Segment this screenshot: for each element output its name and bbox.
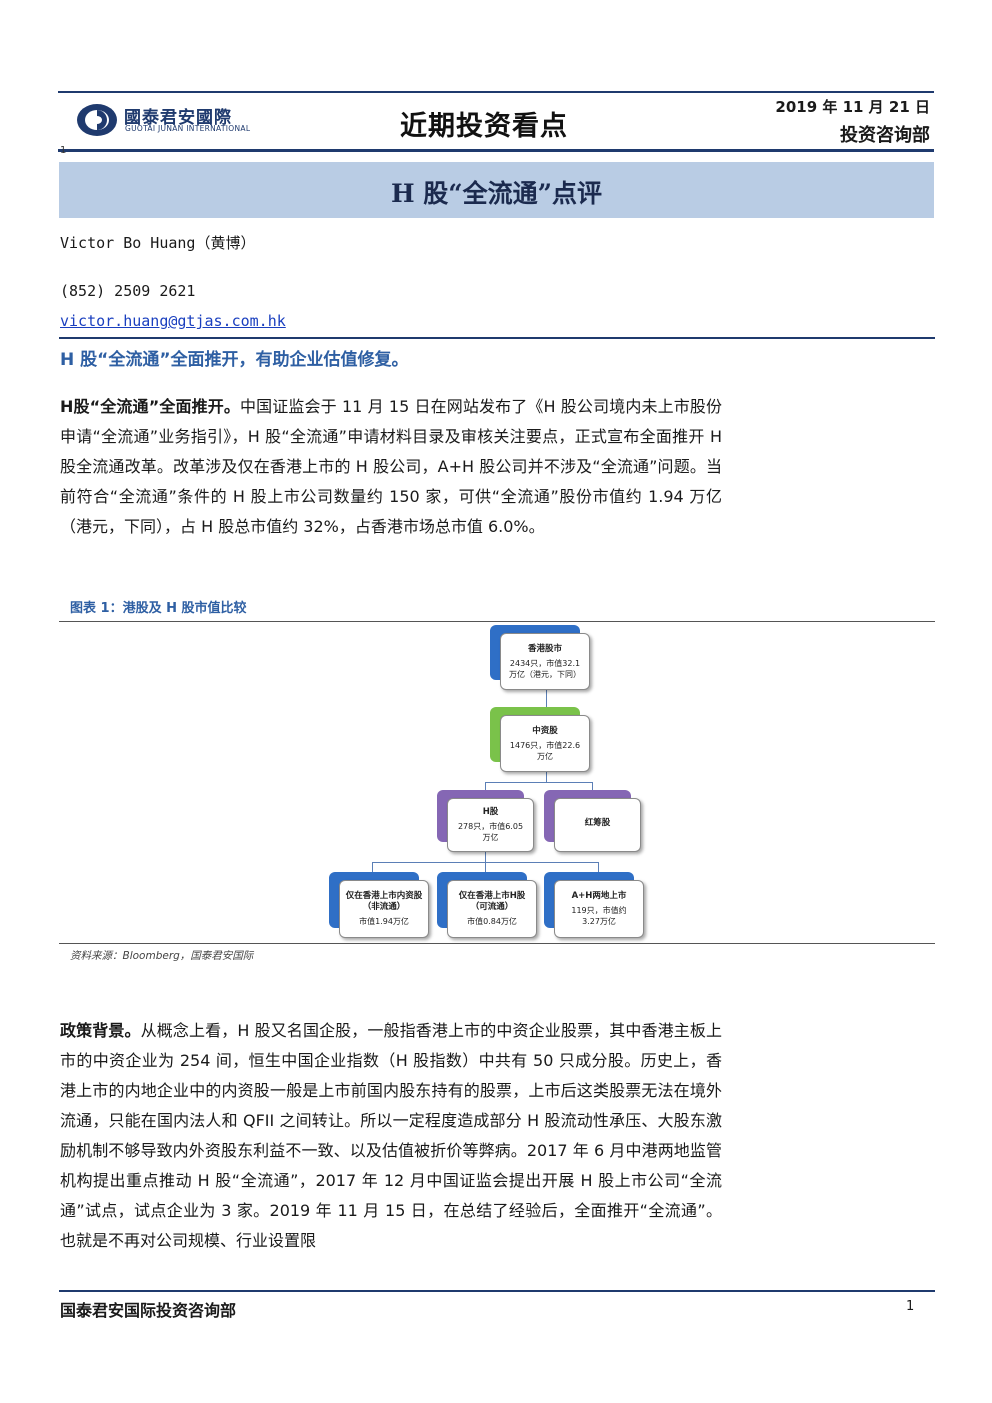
headline: H 股“全流通”全面推开，有助企业估值修复。 xyxy=(60,350,409,370)
department-name: 投资咨询部 xyxy=(840,125,930,146)
chart-node-line1: 市值1.94万亿 xyxy=(359,917,409,926)
paragraph-overview: H股“全流通”全面推开。中国证监会于 11 月 15 日在网站发布了《H 股公司… xyxy=(60,392,722,542)
chart-node-title: A+H两地上市 xyxy=(571,891,627,901)
connector xyxy=(485,862,486,872)
chart-node-red: 红筹股 xyxy=(544,790,641,852)
author-phone: (852) 2509 2621 xyxy=(60,282,196,300)
connector xyxy=(485,852,486,862)
author-name: Victor Bo Huang（黄博） xyxy=(60,234,256,252)
chart-node-card: H股 278只，市值6.05 万亿 xyxy=(447,798,534,852)
chart-node-title: 香港股市 xyxy=(527,643,562,654)
connector xyxy=(485,782,486,792)
chart-node-title: H股 xyxy=(482,807,499,817)
chart-node-line2: 3.27万亿 xyxy=(582,917,616,926)
figure-top-rule xyxy=(59,621,935,622)
paragraph-policy-background: 政策背景。从概念上看，H 股又名国企股，一般指香港上市的中资企业股票，其中香港主… xyxy=(60,1016,722,1256)
figure-title: 图表 1：港股及 H 股市值比较 xyxy=(70,601,247,616)
chart-node-line2: 万亿 xyxy=(537,751,553,761)
connector xyxy=(592,782,593,792)
title-banner: H 股“全流通”点评 xyxy=(59,162,934,218)
chart-node-card: A+H两地上市 119只，市值约 3.27万亿 xyxy=(554,880,644,938)
report-date: 2019 年 11 月 21 日 xyxy=(775,98,930,116)
connector xyxy=(546,690,547,710)
chart-node-line2: 万亿（港元，下同） xyxy=(509,669,581,679)
footer-page-number: 1 xyxy=(906,1299,915,1314)
chart-node-line1: 市值0.84万亿 xyxy=(467,917,517,926)
footer-rule xyxy=(59,1290,935,1292)
chart-node-line2: 万亿 xyxy=(482,833,499,842)
chart-node-line1: 119只，市值约 xyxy=(571,906,627,915)
chart-node-line1: 2434只，市值32.1 xyxy=(509,658,581,668)
report-series-title: 近期投资看点 xyxy=(400,111,568,142)
chart-node-title: 中资股 xyxy=(532,725,558,736)
chart-node-title: 红筹股 xyxy=(584,818,611,828)
chart-node-ah: A+H两地上市 119只，市值约 3.27万亿 xyxy=(544,872,644,938)
chart-node-non: 仅在香港上市内资股（非流通） 市值1.94万亿 xyxy=(329,872,429,938)
chart-node-line1: 278只，市值6.05 xyxy=(457,822,524,831)
header-bottom-rule xyxy=(58,149,934,152)
footer-organization: 国泰君安国际投资咨询部 xyxy=(60,1301,237,1320)
section-rule xyxy=(59,337,935,339)
connector xyxy=(598,862,599,872)
chart-node-title: 仅在香港上市H股（可流通） xyxy=(458,891,526,912)
header-top-rule xyxy=(58,91,934,93)
connector xyxy=(546,772,547,782)
logo-chinese-text: 國泰君安國際 xyxy=(124,108,232,128)
logo-english-text: GUOTAI JUNAN INTERNATIONAL xyxy=(125,124,251,133)
paragraph-overview-lead: H股“全流通”全面推开。 xyxy=(60,397,240,416)
connector xyxy=(485,782,592,783)
author-email-link[interactable]: victor.huang@gtjas.com.hk xyxy=(60,312,286,330)
paragraph-overview-text: 中国证监会于 11 月 15 日在网站发布了《H 股公司境内未上市股份申请“全流… xyxy=(60,397,722,536)
paragraph-policy-lead: 政策背景。 xyxy=(60,1021,141,1040)
chart-node-title: 仅在香港上市内资股（非流通） xyxy=(345,891,423,912)
chart-node-tradable: 仅在香港上市H股（可流通） 市值0.84万亿 xyxy=(437,872,537,938)
chart-node-line1: 1476只，市值22.6 xyxy=(509,740,581,750)
article-title: H 股“全流通”点评 xyxy=(390,179,603,208)
connector xyxy=(372,862,373,872)
chart-node-h: H股 278只，市值6.05 万亿 xyxy=(437,790,534,852)
company-logo: 國泰君安國際 GUOTAI JUNAN INTERNATIONAL xyxy=(76,102,276,138)
figure-bottom-rule xyxy=(59,943,935,944)
page-marker: 1 xyxy=(60,145,67,156)
figure-source: 资料来源：Bloomberg，国泰君安国际 xyxy=(70,950,254,962)
chart-node-card: 红筹股 xyxy=(554,798,641,852)
chart-node-card: 仅在香港上市H股（可流通） 市值0.84万亿 xyxy=(447,880,537,938)
chart-node-card: 仅在香港上市内资股（非流通） 市值1.94万亿 xyxy=(339,880,429,938)
logo-emblem-icon xyxy=(77,104,117,136)
paragraph-policy-text: 从概念上看，H 股又名国企股，一般指香港上市的中资企业股票，其中香港主板上市的中… xyxy=(60,1021,722,1250)
